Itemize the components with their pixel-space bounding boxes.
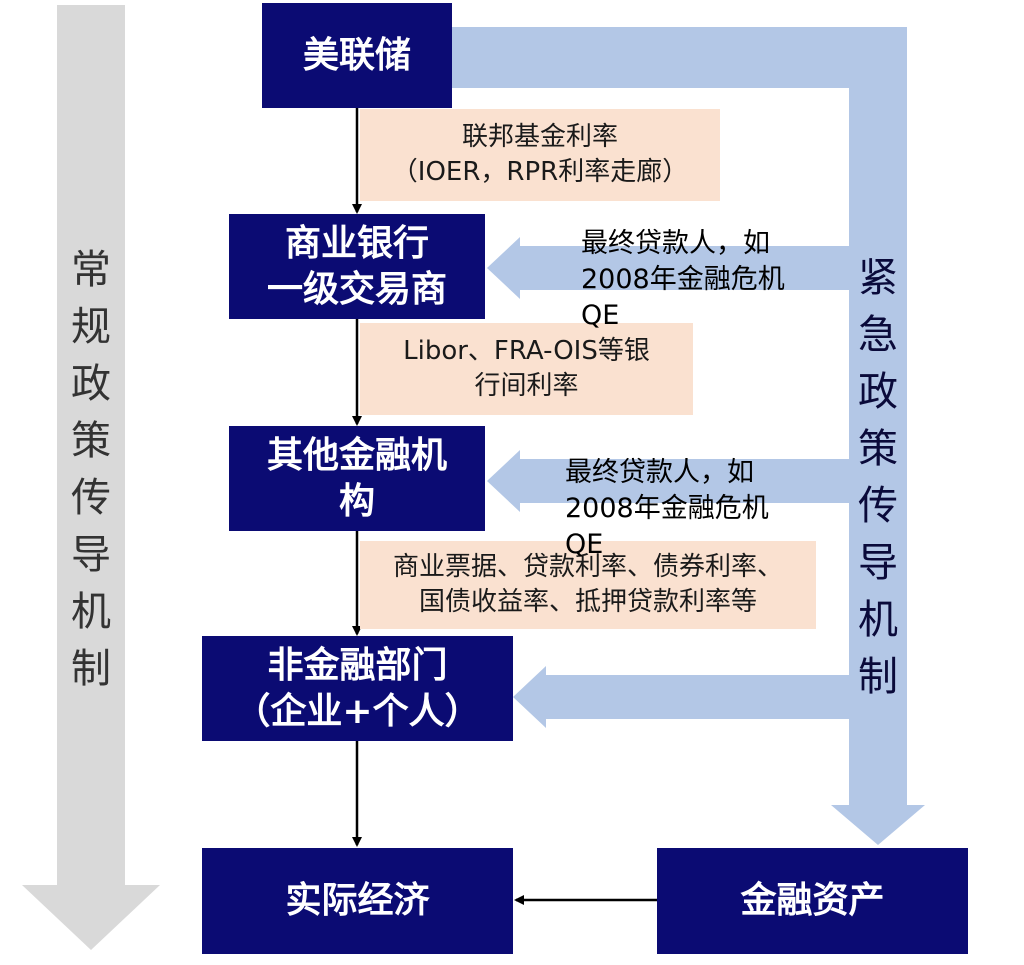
real-economy-box: 实际经济	[202, 848, 513, 954]
regular-transmission-label: 常规政策传导机制	[71, 247, 111, 692]
emergency-transmission-label: 紧急政策传导机制	[858, 255, 898, 700]
commercial-bank-box-line-1: 商业银行	[284, 222, 429, 264]
financial-assets-box: 金融资产	[657, 848, 968, 954]
commercial-bank-box: 商业银行 一级交易商	[229, 214, 485, 319]
other-financial-box: 其他金融机 构	[229, 426, 485, 531]
financial-assets-box-label: 金融资产	[740, 880, 885, 921]
non-financial-box: 非金融部门 （企业+个人）	[202, 636, 513, 741]
market-rate-note-line-1: 商业票据、贷款利率、债券利率、	[392, 552, 783, 582]
emergency-transmission-arrow	[452, 27, 925, 845]
lender-label-bank: 最终贷款人，如 2008年金融危机 QE	[581, 226, 785, 334]
regular-transmission-arrow	[22, 5, 160, 950]
other-financial-box-line-2: 构	[338, 480, 375, 522]
fed-box: 美联储	[262, 3, 452, 108]
fed-rate-note-line-1: 联邦基金利率	[461, 122, 618, 152]
lender-label-other-line-1: 最终贷款人，如	[565, 457, 754, 488]
lender-label-bank-line-3: QE	[581, 300, 620, 331]
interbank-rate-note-line-2: 行间利率	[474, 371, 579, 401]
fed-rate-note: 联邦基金利率 （IOER，RPR利率走廊）	[360, 109, 720, 201]
lender-label-bank-line-2: 2008年金融危机	[581, 264, 785, 295]
lender-label-other-line-3: QE	[565, 529, 604, 560]
non-financial-box-line-1: 非金融部门	[267, 644, 448, 686]
lender-label-other-line-2: 2008年金融危机	[565, 493, 769, 524]
market-rate-note-line-2: 国债收益率、抵押贷款利率等	[418, 587, 757, 617]
other-financial-box-line-1: 其他金融机	[266, 434, 447, 476]
lender-label-bank-line-1: 最终贷款人，如	[581, 228, 770, 259]
market-rate-note: 商业票据、贷款利率、债券利率、 国债收益率、抵押贷款利率等	[360, 541, 816, 629]
fed-box-label: 美联储	[302, 34, 411, 76]
interbank-rate-note: Libor、FRA-OIS等银 行间利率	[360, 323, 693, 415]
real-economy-box-label: 实际经济	[285, 880, 430, 921]
emergency-branch-arrow-bank	[487, 237, 849, 299]
interbank-rate-note-line-1: Libor、FRA-OIS等银	[403, 336, 650, 366]
non-financial-box-line-2: （企业+个人）	[234, 690, 481, 732]
commercial-bank-box-line-2: 一级交易商	[266, 268, 447, 310]
fed-rate-note-line-2: （IOER，RPR利率走廊）	[391, 157, 689, 187]
emergency-branch-arrow-other	[487, 450, 849, 512]
lender-label-other: 最终贷款人，如 2008年金融危机 QE	[565, 455, 769, 563]
emergency-branch-arrow-nonfin	[513, 666, 849, 728]
